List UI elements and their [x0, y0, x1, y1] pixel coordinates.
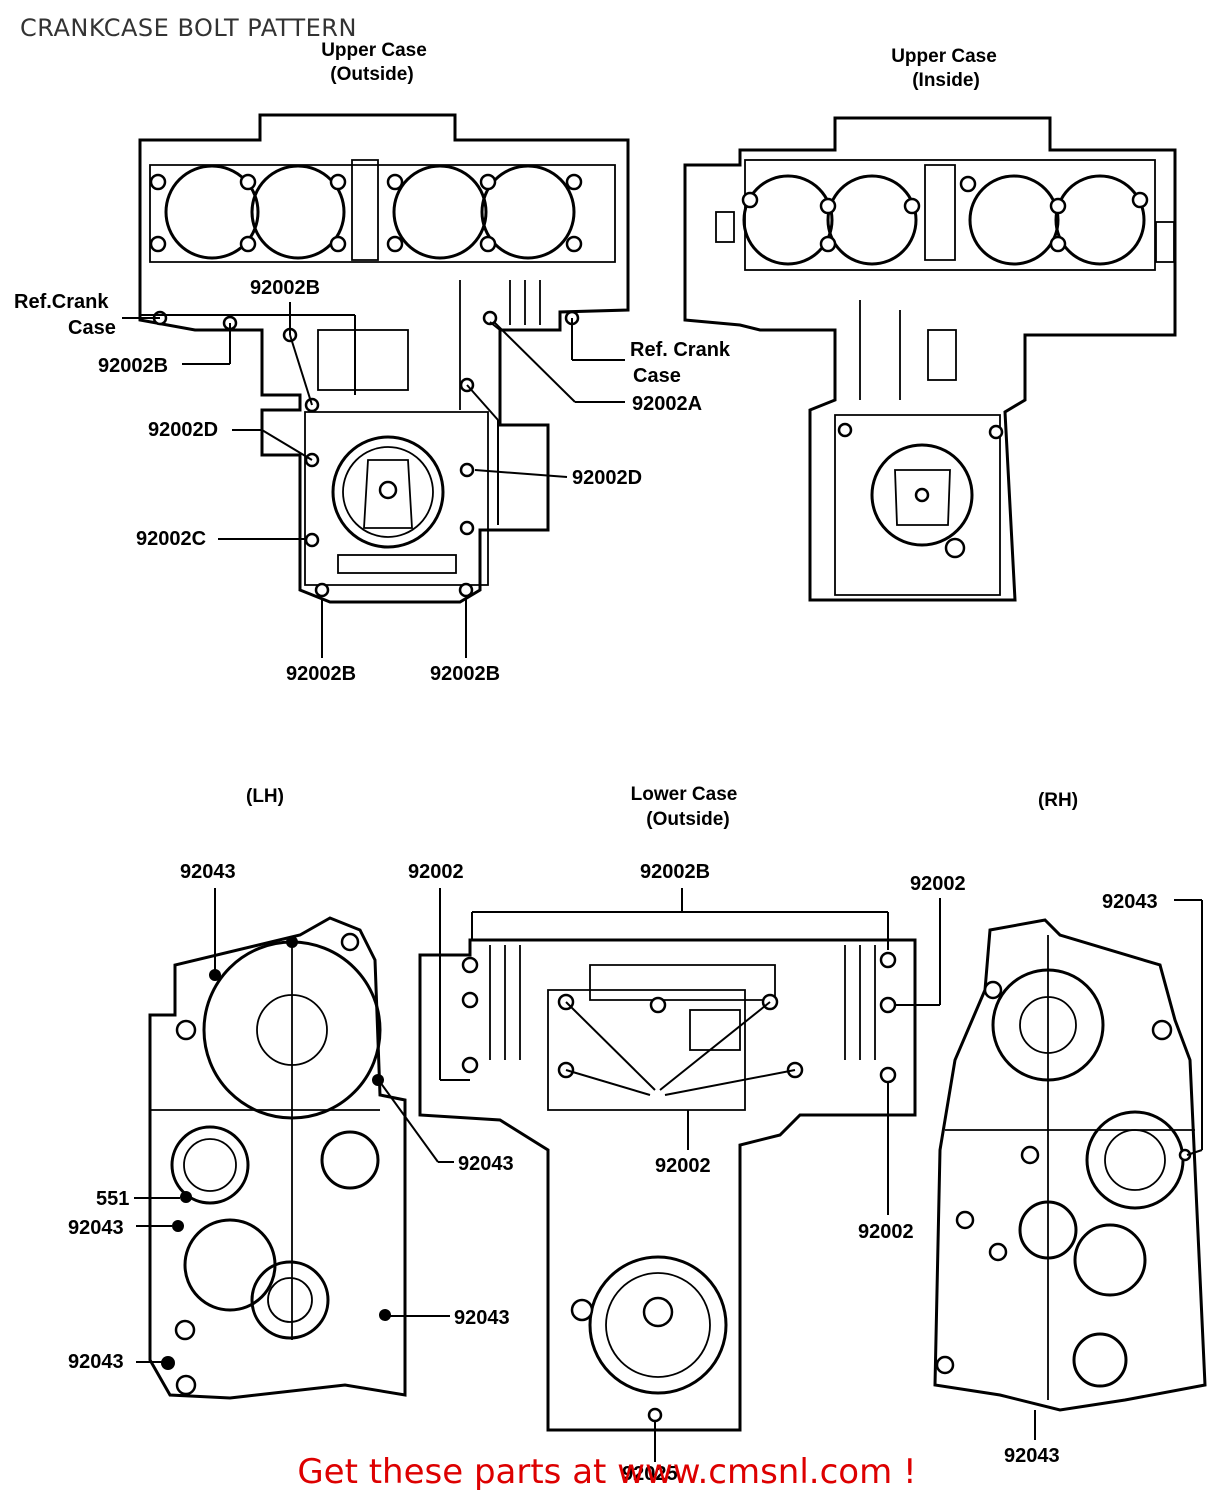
upper-outside-subtitle: (Outside) [330, 64, 413, 85]
upper-callouts: Ref.Crank Case 92002B 92002B Ref. Crank … [14, 277, 731, 685]
lh-callouts: 92043 92043 551 92043 92043 92043 [68, 861, 514, 1373]
callout-lh-92043-right-lower: 92043 [454, 1307, 510, 1329]
callout-rh-92043-top: 92043 [1102, 891, 1158, 913]
callout-92002b-top: 92002B [250, 277, 320, 299]
callout-rh-92043-bottom: 92043 [1004, 1445, 1060, 1467]
callout-92002a: 92002A [632, 393, 702, 415]
lower-callouts: 92002 92002B 92002 92002 92002 92025 [408, 861, 966, 1485]
lh-title: (LH) [246, 786, 284, 807]
footer-cta[interactable]: Get these parts at www.cmsnl.com ! [297, 1452, 917, 1492]
callout-92002d-right: 92002D [572, 467, 642, 489]
callout-lh-92043-left-bottom: 92043 [68, 1351, 124, 1373]
lower-outside-title: Lower Case [631, 784, 738, 805]
callout-92002b-left: 92002B [98, 355, 168, 377]
upper-inside-title: Upper Case [891, 46, 997, 67]
callout-lower-92002-middle: 92002 [655, 1155, 711, 1177]
callout-ref-crank-left: Ref.Crank [14, 291, 109, 313]
page-title: CRANKCASE BOLT PATTERN [20, 14, 357, 42]
callout-lh-92043-left-mid: 92043 [68, 1217, 124, 1239]
lower-outside-subtitle: (Outside) [646, 809, 729, 830]
rh-callouts: 92043 92043 [1004, 891, 1203, 1467]
callout-lower-92002b-top: 92002B [640, 861, 710, 883]
callout-lower-92002-top-left: 92002 [408, 861, 464, 883]
callout-92002d-left: 92002D [148, 419, 218, 441]
lh-case-drawing [148, 916, 407, 1400]
callout-lh-551: 551 [96, 1188, 129, 1210]
upper-outside-title: Upper Case [321, 40, 427, 61]
upper-inside-subtitle: (Inside) [912, 70, 980, 91]
callout-lower-92002-top-right: 92002 [910, 873, 966, 895]
rh-case-drawing [933, 918, 1207, 1412]
callout-lh-92043-top: 92043 [180, 861, 236, 883]
rh-title: (RH) [1038, 790, 1078, 811]
callout-ref-crank-right-case: Case [633, 365, 681, 387]
upper-case-outside-drawing [138, 113, 630, 604]
lower-case-outside-drawing [418, 938, 917, 1432]
callout-ref-crank-right: Ref. Crank [630, 339, 731, 361]
upper-case-inside-drawing [683, 116, 1177, 602]
callout-lower-92025-bottom: 92025 [622, 1463, 678, 1485]
callout-92002c: 92002C [136, 528, 206, 550]
callout-lh-92043-right-upper: 92043 [458, 1153, 514, 1175]
callout-92002b-bottom-left: 92002B [286, 663, 356, 685]
callout-ref-crank-left-case: Case [68, 317, 116, 339]
callout-lower-92002-right: 92002 [858, 1221, 914, 1243]
callout-92002b-bottom-right: 92002B [430, 663, 500, 685]
